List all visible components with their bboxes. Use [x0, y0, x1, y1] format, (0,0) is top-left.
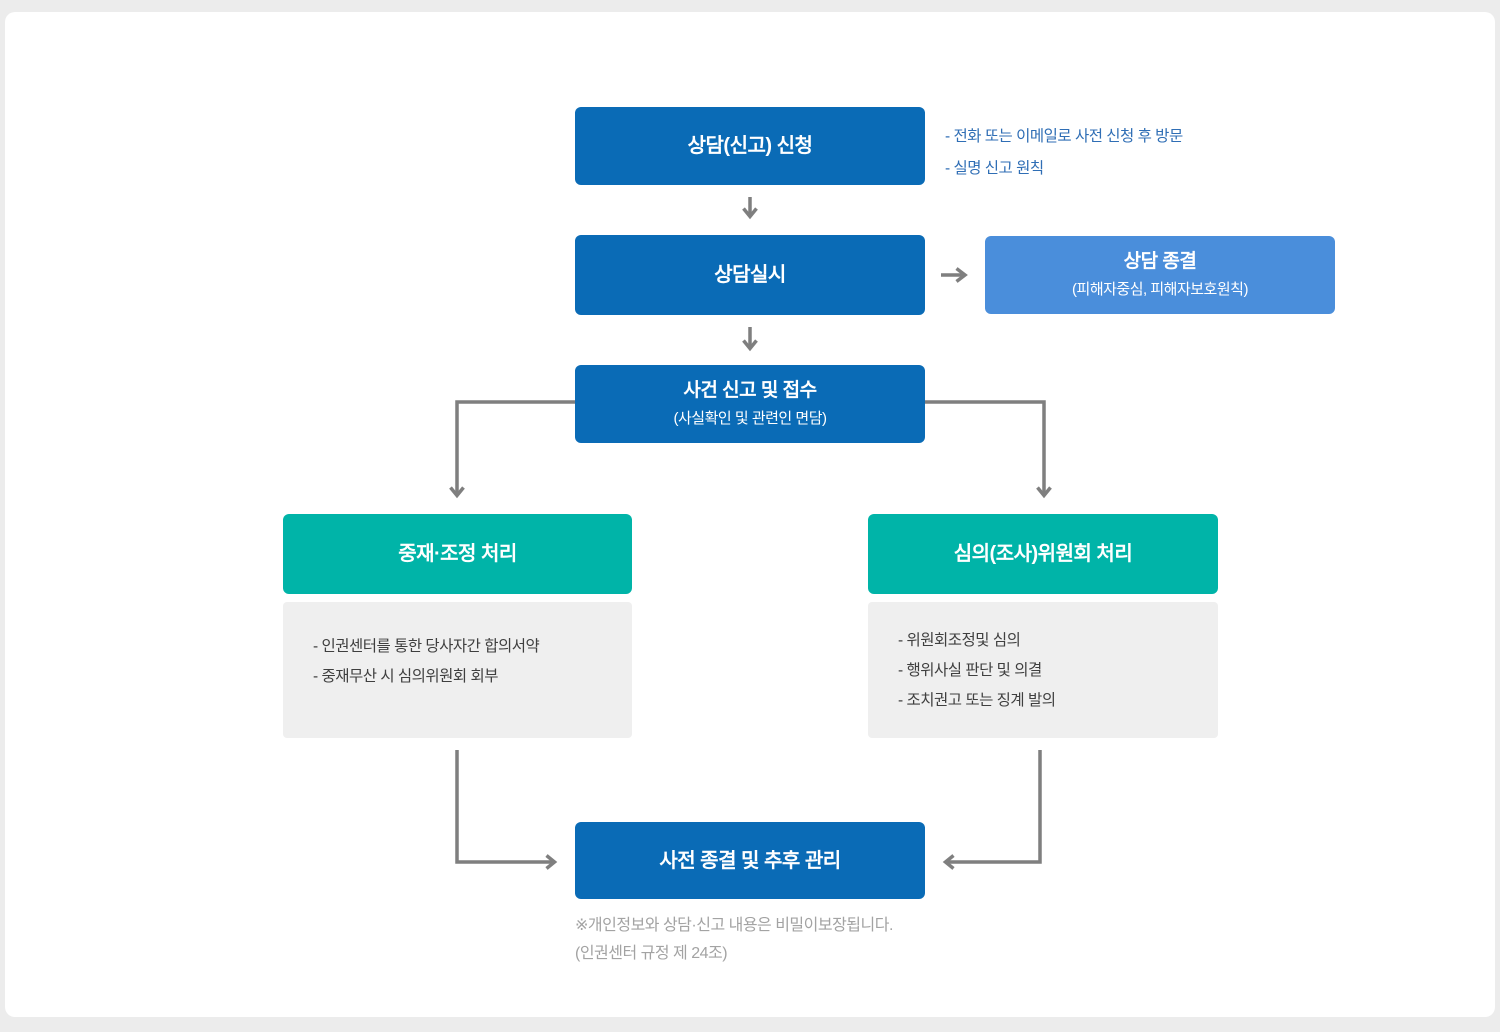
- consult-box: 상담실시: [575, 235, 925, 315]
- apply-box-label: 상담(신고) 신청: [687, 135, 813, 157]
- mediation-box-label: 중재·조정 처리: [398, 543, 517, 565]
- apply-box: 상담(신고) 신청: [575, 107, 925, 185]
- committee-detail-panel: - 위원회조정및 심의 - 행위사실 판단 및 의결 - 조치권고 또는 징계 …: [868, 602, 1218, 738]
- mediation-detail-line: - 중재무산 시 심의위원회 회부: [313, 668, 499, 685]
- apply-note-line: - 실명 신고 원칙: [945, 160, 1044, 177]
- committee-detail-line: - 위원회조정및 심의: [898, 632, 1021, 649]
- committee-box-label: 심의(조사)위원회 처리: [953, 543, 1133, 565]
- receipt-box: 사건 신고 및 접수 (사실확인 및 관련인 면담): [575, 365, 925, 443]
- mediation-detail-line: - 인권센터를 통한 당사자간 합의서약: [313, 638, 540, 655]
- footnote-line-2: (인권센터 규정 제 24조): [575, 945, 728, 962]
- consult-box-label: 상담실시: [714, 264, 786, 286]
- consult-end-box: 상담 종결 (피해자중심, 피해자보호원칙): [985, 236, 1335, 314]
- receipt-box-label: 사건 신고 및 접수: [683, 380, 817, 402]
- mediation-detail-panel: - 인권센터를 통한 당사자간 합의서약 - 중재무산 시 심의위원회 회부: [283, 602, 632, 738]
- consult-end-box-sublabel: (피해자중심, 피해자보호원칙): [1072, 281, 1248, 299]
- final-box: 사전 종결 및 추후 관리: [575, 822, 925, 899]
- apply-note-line: - 전화 또는 이메일로 사전 신청 후 방문: [945, 128, 1183, 145]
- footnote-line-1: ※개인정보와 상담·신고 내용은 비밀이보장됩니다.: [575, 917, 893, 934]
- committee-detail-line: - 조치권고 또는 징계 발의: [898, 692, 1056, 709]
- mediation-box: 중재·조정 처리: [283, 514, 632, 594]
- apply-notes: - 전화 또는 이메일로 사전 신청 후 방문 - 실명 신고 원칙: [945, 121, 1183, 185]
- consult-end-box-label: 상담 종결: [1123, 251, 1197, 273]
- receipt-box-sublabel: (사실확인 및 관련인 면담): [673, 410, 828, 428]
- final-box-label: 사전 종결 및 추후 관리: [659, 849, 841, 872]
- committee-detail-line: - 행위사실 판단 및 의결: [898, 662, 1042, 679]
- committee-box: 심의(조사)위원회 처리: [868, 514, 1218, 594]
